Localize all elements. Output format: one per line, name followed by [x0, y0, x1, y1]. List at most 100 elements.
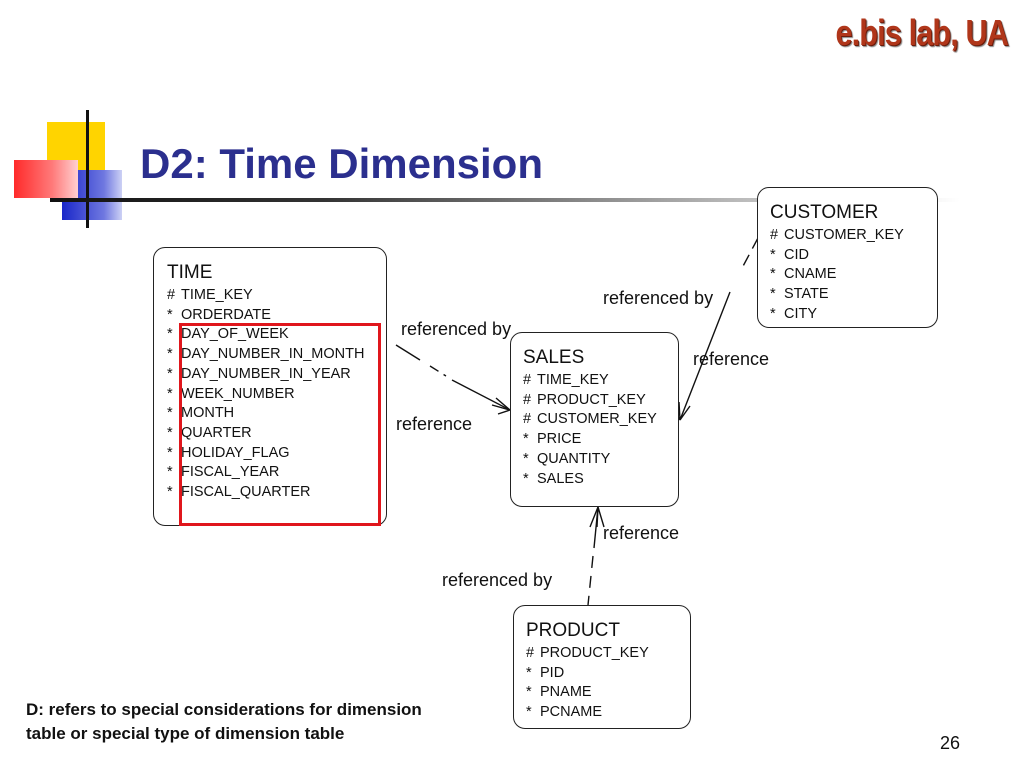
customer-sales-line-dashed: [740, 237, 759, 271]
product-sales-crowfoot: [589, 506, 605, 528]
entity-customer-attributes: #CUSTOMER_KEY*CID*CNAME*STATE*CITY: [770, 226, 937, 325]
attribute-label: CNAME: [784, 266, 837, 283]
entity-sales: SALES # TIME_KEY # PRODUCT_KEY # CUSTOMER_KEY…: [510, 332, 679, 507]
attribute-label: PNAME: [540, 684, 592, 701]
attribute-label: WEEK_NUMBER: [181, 385, 295, 402]
entity-product-name: PRODUCT: [526, 620, 620, 641]
attribute-label: CUSTOMER_KEY: [537, 411, 657, 428]
attribute-label: QUARTER: [181, 424, 252, 441]
entity-time-attribute: * QUARTER: [167, 424, 386, 444]
entity-sales-attribute: # CUSTOMER_KEY: [523, 410, 678, 430]
entity-time-attribute: *WEEK_NUMBER: [167, 385, 386, 405]
slide-title: D2: Time Dimension: [140, 140, 543, 187]
decor-vertical-line: [86, 110, 89, 228]
label-product-sales-referenced-by: referenced by: [442, 570, 553, 590]
entity-time-attribute: * FISCAL_YEAR: [167, 463, 386, 483]
footnote: D: refers to special considerations for …: [26, 698, 422, 746]
entity-time: TIME #TIME_KEY*ORDERDATE*DAY_OF_WEEK*DAY…: [153, 247, 387, 526]
attribute-label: QUANTITY: [537, 450, 611, 467]
attribute-label: DAY_NUMBER_IN_MONTH: [181, 346, 365, 363]
entity-product-attribute: *PCNAME: [526, 703, 690, 723]
attribute-symbol: #: [770, 227, 779, 243]
entity-customer-attribute: # CUSTOMER_KEY: [770, 226, 937, 246]
attribute-symbol: *: [770, 305, 776, 322]
attribute-label: CITY: [784, 305, 818, 322]
attribute-label: CUSTOMER_KEY: [784, 227, 904, 243]
entity-sales-attribute: # TIME_KEY: [523, 371, 678, 391]
time-sales-line-dashed: [429, 365, 447, 377]
attribute-label: PID: [540, 664, 565, 681]
attribute-label: PRICE: [537, 431, 582, 448]
customer-sales-line-solid: [679, 291, 731, 421]
attribute-label: SALES: [537, 470, 584, 487]
entity-customer-attribute: * STATE: [770, 285, 937, 305]
label-product-sales-reference: reference: [603, 523, 680, 543]
footnote-line-2: table or special type of dimension table: [26, 724, 345, 743]
attribute-label: CID: [784, 246, 809, 263]
highlight-box: [179, 323, 381, 526]
attribute-symbol: #: [526, 645, 535, 661]
attribute-symbol: *: [770, 266, 776, 283]
footnote-line-1: D: refers to special considerations for …: [26, 700, 422, 719]
entity-time-attribute: * HOLIDAY_FLAG: [167, 444, 386, 464]
time-sales-line-end: [451, 379, 511, 411]
entity-product-attribute: # PRODUCT_KEY: [526, 644, 690, 664]
entity-customer-attribute: * CITY: [770, 305, 937, 325]
label-customer-sales-reference: reference: [693, 349, 770, 369]
attribute-label: STATE: [784, 286, 829, 303]
entity-product-attribute: * PNAME: [526, 683, 690, 703]
entity-customer: CUSTOMER #CUSTOMER_KEY*CID*CNAME*STATE*C…: [757, 187, 938, 328]
attribute-symbol: *: [167, 405, 173, 422]
attribute-symbol: *: [523, 470, 529, 487]
attribute-symbol: *: [523, 431, 529, 448]
entity-time-name: TIME: [167, 262, 213, 283]
attribute-label: PRODUCT_KEY: [540, 645, 649, 661]
attribute-symbol: *: [770, 286, 776, 303]
decor-red-square: [14, 160, 78, 198]
attribute-symbol: *: [167, 346, 173, 363]
attribute-label: TIME_KEY: [181, 287, 253, 303]
entity-product-attributes: # PRODUCT_KEY * PID * PNAME *PCNAME: [526, 644, 690, 723]
attribute-symbol: #: [523, 372, 532, 388]
attribute-symbol: #: [523, 391, 532, 408]
label-customer-sales-referenced-by: referenced by: [603, 288, 714, 308]
entity-sales-attribute: * PRICE: [523, 430, 678, 450]
attribute-symbol: *: [167, 444, 173, 461]
attribute-label: MONTH: [181, 405, 235, 422]
entity-time-attribute: # TIME_KEY: [167, 286, 386, 306]
entity-sales-attribute: # PRODUCT_KEY: [523, 391, 678, 411]
title-underline: [50, 198, 960, 202]
attribute-label: PCNAME: [540, 704, 603, 721]
entity-time-attributes: #TIME_KEY*ORDERDATE*DAY_OF_WEEK*DAY_NUMB…: [167, 286, 386, 503]
attribute-symbol: *: [167, 464, 173, 481]
entity-time-attribute: * MONTH: [167, 404, 386, 424]
time-sales-line-solid: [395, 344, 421, 361]
attribute-label: HOLIDAY_FLAG: [181, 444, 290, 461]
attribute-symbol: *: [167, 365, 173, 382]
attribute-label: TIME_KEY: [537, 372, 609, 388]
page-number: 26: [940, 733, 961, 753]
entity-customer-attribute: * CNAME: [770, 265, 937, 285]
entity-sales-attributes: # TIME_KEY # PRODUCT_KEY # CUSTOMER_KEY * PRICE…: [523, 371, 678, 489]
entity-customer-attribute: *CID: [770, 246, 937, 266]
entity-customer-name: CUSTOMER: [770, 202, 879, 223]
attribute-label: ORDERDATE: [181, 306, 271, 323]
attribute-symbol: *: [167, 424, 173, 441]
entity-product-attribute: * PID: [526, 664, 690, 684]
attribute-symbol: *: [523, 450, 529, 467]
attribute-symbol: *: [526, 664, 532, 681]
entity-time-attribute: *FISCAL_QUARTER: [167, 483, 386, 503]
entity-time-attribute: * ORDERDATE: [167, 306, 386, 326]
attribute-symbol: #: [167, 287, 176, 303]
entity-time-attribute: *DAY_OF_WEEK: [167, 325, 386, 345]
attribute-symbol: #: [523, 411, 532, 428]
attribute-label: PRODUCT_KEY: [537, 391, 646, 408]
attribute-symbol: *: [526, 684, 532, 701]
label-time-sales-reference: reference: [396, 414, 473, 434]
attribute-label: FISCAL_YEAR: [181, 464, 280, 481]
attribute-symbol: *: [167, 306, 173, 323]
label-time-sales-referenced-by: referenced by: [401, 319, 512, 339]
entity-sales-attribute: * QUANTITY: [523, 450, 678, 470]
entity-time-attribute: * DAY_NUMBER_IN_MONTH: [167, 345, 386, 365]
